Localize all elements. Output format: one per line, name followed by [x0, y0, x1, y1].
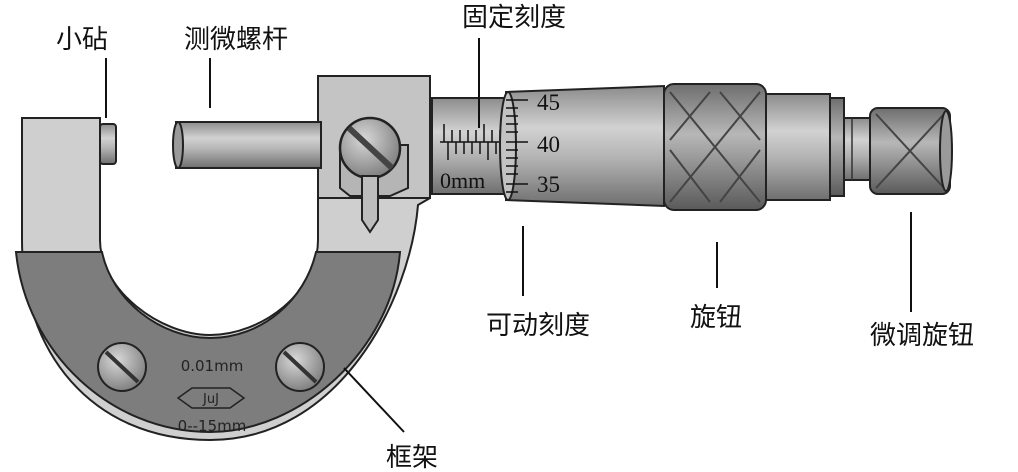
knob [664, 84, 766, 210]
range-mark: 0--15mm [178, 417, 247, 435]
thimble-number-40: 40 [537, 132, 560, 157]
anvil [100, 124, 116, 164]
anvil-label: 小砧 [56, 25, 108, 55]
spindle-label: 测微螺杆 [184, 25, 288, 55]
brand-logo-text: JuJ [202, 392, 219, 407]
right-screw-icon [276, 343, 324, 391]
thimble-number-35: 35 [537, 172, 560, 197]
spindle [173, 122, 321, 168]
frame-leader [344, 368, 404, 432]
left-screw-icon [98, 343, 146, 391]
fine-knob [870, 108, 952, 194]
thimble: 45 40 35 [500, 86, 664, 206]
resolution-mark: 0.01mm [181, 357, 244, 375]
frame-label: 框架 [386, 443, 438, 472]
fixed-scale-label: 固定刻度 [462, 3, 566, 33]
thimble-number-45: 45 [537, 90, 560, 115]
ratchet-body [766, 94, 870, 200]
fine-knob-label: 微调旋钮 [870, 321, 974, 351]
thimble-scale-label: 可动刻度 [486, 311, 590, 341]
knob-label: 旋钮 [690, 303, 742, 333]
sleeve-unit-label: 0mm [440, 168, 485, 193]
